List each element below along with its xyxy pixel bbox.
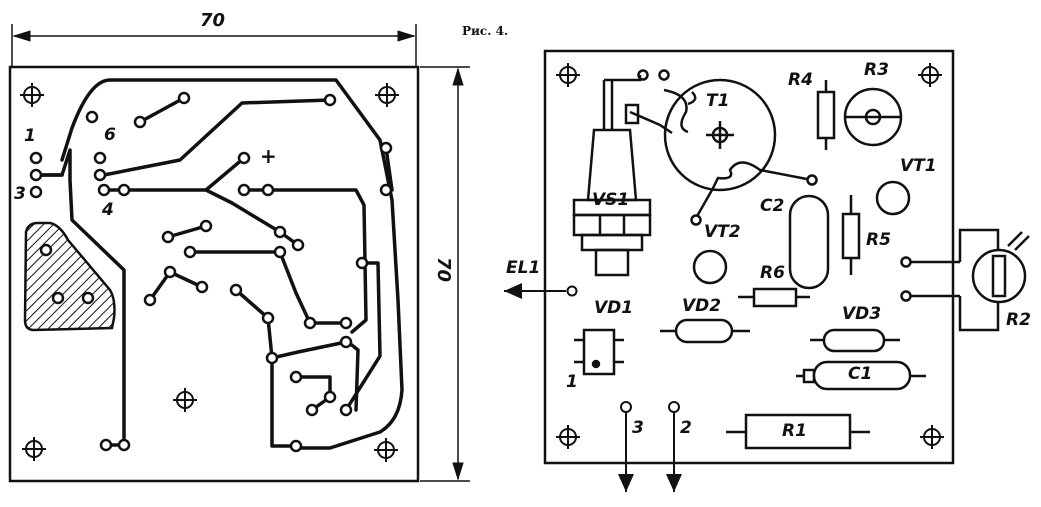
mounting-hole-icon [374, 438, 398, 462]
thyristor-vs1 [572, 75, 652, 277]
diode-vd3 [810, 328, 900, 353]
label-r6: R6 [760, 263, 785, 283]
pin-label-3: 3 [14, 184, 26, 204]
dimension-top-label: 70 [200, 10, 226, 31]
resistor-r1 [726, 413, 870, 450]
mounting-hole-icon [173, 388, 197, 412]
resistor-r6 [738, 287, 810, 308]
label-pin3: 3 [632, 418, 644, 438]
trimmer-r3 [843, 87, 903, 147]
copper-tracks [34, 78, 404, 450]
resistor-r4 [816, 80, 836, 150]
label-c2: C2 [760, 196, 785, 216]
label-vt2: VT2 [704, 222, 741, 242]
copper-pad-area [23, 221, 116, 332]
label-r2: R2 [1006, 310, 1031, 330]
label-vd2: VD2 [682, 296, 722, 316]
right-board-outline [543, 49, 955, 465]
label-r5: R5 [866, 230, 891, 250]
pin-label-6: 6 [104, 125, 116, 145]
pin-label-4: 4 [102, 200, 114, 220]
output-pins [618, 401, 682, 492]
label-pin1: 1 [566, 372, 578, 392]
mounting-hole-icon [556, 425, 580, 449]
pin-label-1: 1 [24, 126, 36, 146]
figure-caption: Рис. 4. [462, 24, 509, 38]
solder-pads [29, 91, 393, 453]
transistor-vt2 [692, 249, 728, 285]
mounting-hole-icon [920, 425, 944, 449]
left-board-outline [8, 65, 420, 483]
photoresistor-r2 [900, 228, 1030, 332]
label-vd1: VD1 [594, 298, 634, 318]
capacitor-c1 [796, 360, 926, 391]
dimension-side-label: 70 [433, 257, 454, 283]
dimension-top [11, 24, 417, 66]
diode-bridge-vd1 [574, 328, 624, 376]
el1-connection [504, 283, 578, 299]
mounting-hole-icon [556, 63, 580, 87]
label-r3: R3 [864, 60, 889, 80]
label-vt1: VT1 [900, 156, 937, 176]
diode-vd2 [660, 318, 750, 344]
label-pin2: 2 [680, 418, 692, 438]
capacitor-c2 [788, 194, 830, 290]
label-el1: EL1 [506, 258, 541, 278]
left-board [8, 24, 470, 483]
label-vs1: VS1 [592, 190, 630, 210]
plus-label: + [260, 144, 277, 168]
dimension-side [420, 66, 470, 482]
label-r1: R1 [782, 421, 807, 441]
label-r4: R4 [788, 70, 813, 90]
resistor-r5 [841, 195, 861, 275]
label-vd3: VD3 [842, 304, 882, 324]
mounting-hole-icon [22, 437, 46, 461]
transformer-t1 [629, 69, 818, 226]
mounting-hole-icon [20, 83, 44, 107]
label-t1: T1 [706, 91, 730, 111]
label-c1: C1 [848, 364, 873, 384]
right-board [504, 49, 1030, 492]
mounting-hole-icon [375, 83, 399, 107]
transistor-vt1 [875, 180, 911, 216]
mounting-hole-icon [918, 63, 942, 87]
